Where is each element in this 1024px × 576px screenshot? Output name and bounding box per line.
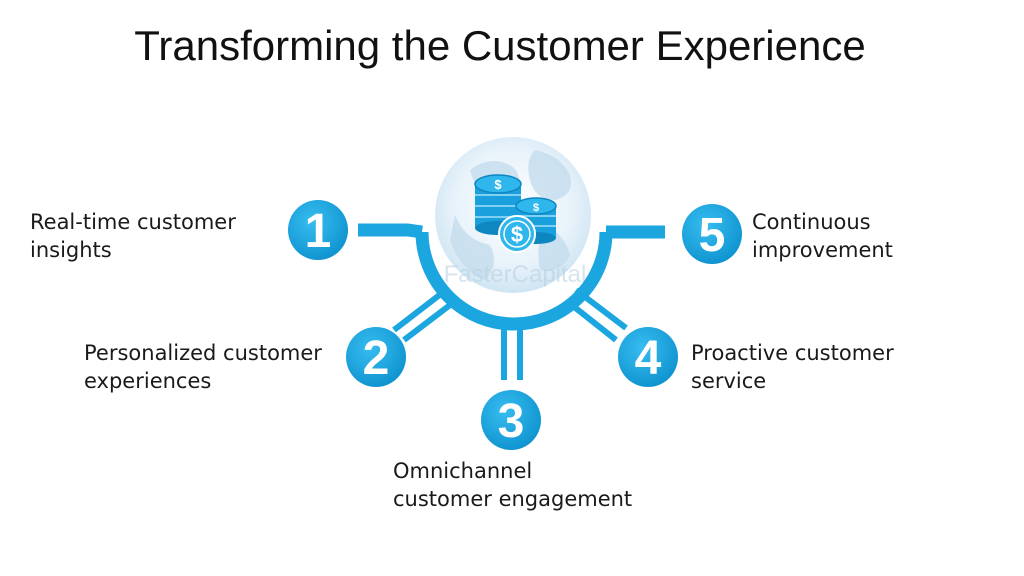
step-5-number: 5 <box>699 209 726 262</box>
spokes <box>392 287 628 380</box>
step-1-number-circle: 1 <box>288 200 348 260</box>
dollar-coins-icon: $ $ $ <box>474 174 557 253</box>
watermark-text: FasterCapital <box>444 261 587 288</box>
step-3-number: 3 <box>498 395 525 448</box>
step-4-label: Proactive customer service <box>691 341 894 393</box>
step-4-number-circle: 4 <box>618 327 678 387</box>
step-1-number: 1 <box>305 205 332 258</box>
step-5-number-circle: 5 <box>682 204 742 264</box>
svg-text:$: $ <box>494 177 502 192</box>
step-5-label: Continuous improvement <box>752 210 893 262</box>
svg-text:$: $ <box>533 202 539 214</box>
step-2-number-circle: 2 <box>346 327 406 387</box>
step-2-number: 2 <box>363 332 390 385</box>
step-1-label: Real-time customer insights <box>30 210 236 262</box>
svg-text:$: $ <box>511 222 523 247</box>
step-2-label: Personalized customer experiences <box>84 341 322 393</box>
arc-connector <box>358 223 665 331</box>
step-3-number-circle: 3 <box>481 390 541 450</box>
step-3-label: Omnichannel customer engagement <box>393 459 633 511</box>
step-4-number: 4 <box>635 332 662 385</box>
page-title: Transforming the Customer Experience <box>134 22 866 69</box>
